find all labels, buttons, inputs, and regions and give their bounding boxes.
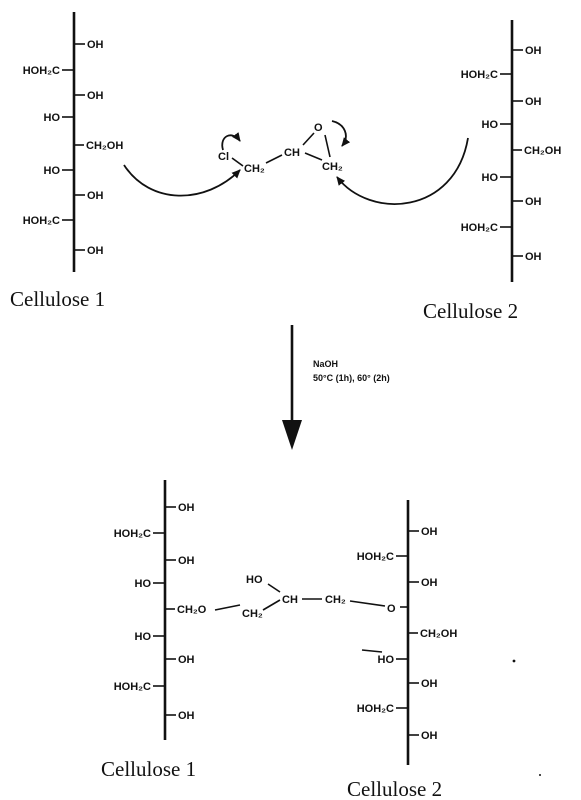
- caption-cellulose-1-top: Cellulose 1: [10, 287, 105, 311]
- hydroxyl-label: OH: [87, 190, 104, 202]
- bottom-cellulose-2-structure: OH HOH₂C OH CH₂OH HO OH HOH₂C OH: [357, 500, 457, 765]
- hydroxyl-label: HO: [44, 165, 61, 177]
- ch2oh-label: CH₂OH: [524, 145, 561, 157]
- hydroxymethyl-label: HOH₂C: [114, 528, 151, 540]
- electron-arrow-icon: [221, 132, 241, 151]
- conditions-label: 50°C (1h), 60° (2h): [313, 373, 390, 383]
- top-cellulose-1-structure: OH HOH₂C OH HO CH₂OH HO OH HOH₂C OH: [23, 12, 123, 272]
- ch-label: CH: [284, 147, 300, 159]
- hydroxymethyl-label: HOH₂C: [114, 681, 151, 693]
- scan-speck: [512, 659, 516, 663]
- electron-arrow-icon: [331, 120, 351, 147]
- ch2oh-label: CH₂OH: [420, 628, 457, 640]
- hydroxyl-label: OH: [421, 577, 438, 589]
- caption-cellulose-2-top: Cellulose 2: [423, 299, 518, 323]
- caption-cellulose-1-bottom: Cellulose 1: [101, 757, 196, 781]
- hydroxyl-label: HO: [482, 119, 499, 131]
- hydroxymethyl-label: HOH₂C: [23, 65, 60, 77]
- hydroxyl-label: OH: [525, 251, 542, 263]
- hydroxyl-label: OH: [87, 39, 104, 51]
- hydroxyl-label: HO: [135, 631, 152, 643]
- ch2-label: CH₂: [244, 163, 265, 175]
- hydroxyl-label: OH: [421, 526, 438, 538]
- top-cellulose-2-structure: OH HOH₂C OH HO CH₂OH HO OH HOH₂C OH: [461, 20, 561, 282]
- nucleophilic-attack-arrow-icon: [336, 137, 469, 205]
- ch-label: CH: [282, 594, 298, 606]
- hydroxymethyl-label: HOH₂C: [461, 222, 498, 234]
- epoxide-oxygen-label: O: [314, 122, 323, 134]
- glyceryl-ether-bridge: CH₂ CH HO CH₂ O: [214, 574, 396, 620]
- hydroxyl-label: HO: [246, 574, 263, 586]
- hydroxyl-label: OH: [525, 96, 542, 108]
- hydroxyl-label: HO: [135, 578, 152, 590]
- hydroxyl-label: HO: [482, 172, 499, 184]
- hydroxyl-label: OH: [178, 710, 195, 722]
- chlorine-label: Cl: [218, 151, 229, 163]
- hydroxymethyl-label: HOH₂C: [357, 703, 394, 715]
- ch2-label: CH₂: [322, 161, 343, 173]
- hydroxymethyl-label: HOH₂C: [461, 69, 498, 81]
- ether-oxygen-label: O: [387, 603, 396, 615]
- ch2-label: CH₂: [325, 594, 346, 606]
- hydroxyl-label: OH: [178, 502, 195, 514]
- hydroxyl-label: OH: [525, 45, 542, 57]
- ch2oh-label: CH₂OH: [86, 140, 123, 152]
- hydroxymethyl-label: HOH₂C: [357, 551, 394, 563]
- ch2o-label: CH₂O: [177, 604, 207, 616]
- nucleophilic-attack-arrow-icon: [123, 164, 241, 197]
- hydroxyl-label: OH: [178, 654, 195, 666]
- caption-cellulose-2-bottom: Cellulose 2: [347, 777, 442, 800]
- hydroxyl-label: OH: [421, 678, 438, 690]
- hydroxyl-label: OH: [178, 555, 195, 567]
- reagent-label: NaOH: [313, 359, 338, 369]
- ch2-label: CH₂: [242, 608, 263, 620]
- hydroxyl-label: HO: [378, 654, 395, 666]
- hydroxymethyl-label: HOH₂C: [23, 215, 60, 227]
- hydroxyl-label: OH: [87, 90, 104, 102]
- hydroxyl-label: OH: [87, 245, 104, 257]
- hydroxyl-label: OH: [421, 730, 438, 742]
- hydroxyl-label: HO: [44, 112, 61, 124]
- scan-speck: [539, 774, 541, 776]
- hydroxyl-label: OH: [525, 196, 542, 208]
- epichlorohydrin-molecule: Cl CH₂ CH O CH₂: [218, 120, 351, 175]
- reaction-arrow: [282, 325, 302, 450]
- bottom-cellulose-1-structure: OH HOH₂C OH HO CH₂O HO OH HOH₂C OH: [114, 480, 207, 740]
